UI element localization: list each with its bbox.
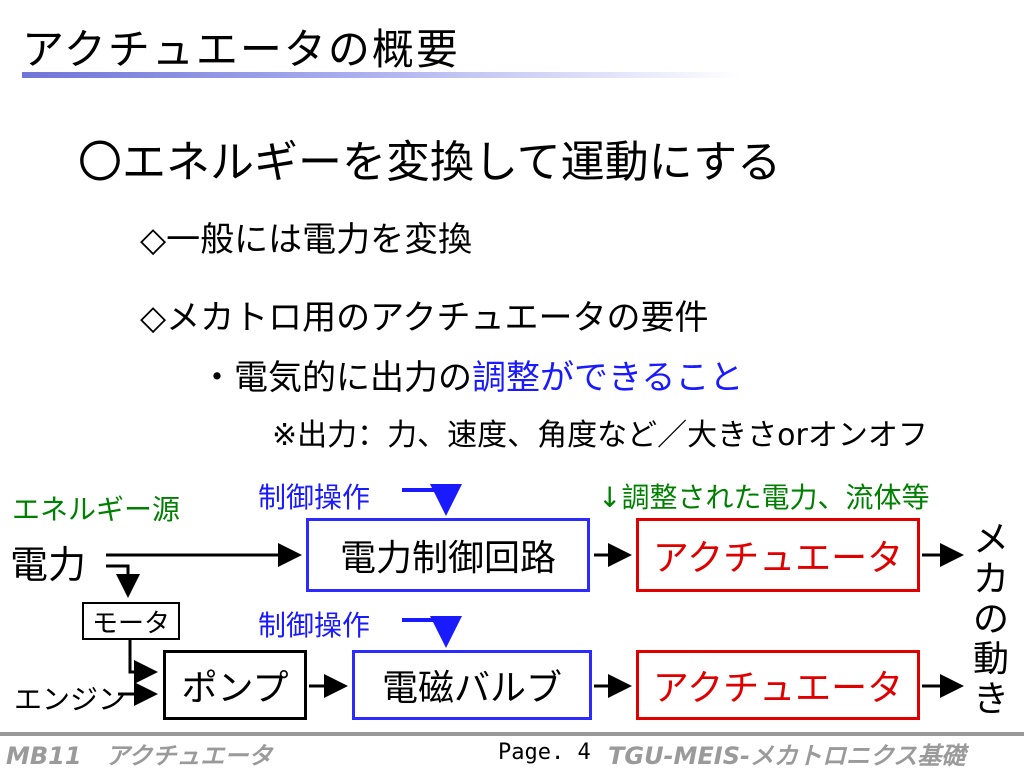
adjusted-power-label: ↓調整された電力、流体等	[598, 481, 930, 514]
power-label: 電力	[10, 543, 87, 587]
requirement-item-text: ・電気的に出力の	[200, 358, 472, 398]
page-number: Page. 4	[498, 740, 591, 765]
pump-box: ポンプ	[163, 650, 307, 720]
slide-title: アクチュエータの概要	[22, 25, 460, 74]
footer-rule	[0, 732, 1024, 736]
control-op-label-1: 制御操作	[258, 481, 371, 514]
footer-right: TGU-MEIS-メカトロニクス基礎	[608, 742, 966, 770]
title-underline	[22, 72, 742, 78]
actuator-box-2: アクチュエータ	[636, 650, 920, 720]
arrow-power-to-motor	[106, 564, 140, 598]
main-bullet: 〇エネルギーを変換して運動にする	[78, 137, 782, 188]
arrow-control-op-1	[402, 484, 462, 516]
footer-left: MB11 アクチュエータ	[6, 742, 273, 770]
arrow-control-op-2	[402, 616, 462, 648]
sub-bullet-2: ◇メカトロ用のアクチュエータの要件	[140, 298, 709, 338]
motor-box: モータ	[82, 602, 180, 640]
energy-source-label: エネルギー源	[12, 493, 181, 526]
actuator-box-1: アクチュエータ	[636, 518, 920, 592]
control-op-label-2: 制御操作	[258, 609, 371, 642]
sub-bullet-1: ◇一般には電力を変換	[140, 220, 473, 260]
requirement-highlight: 調整ができること	[472, 358, 744, 398]
engine-label: エンジン	[14, 683, 127, 716]
mechanical-motion-label: メカの動き	[972, 519, 1009, 720]
solenoid-valve-box: 電磁バルブ	[352, 650, 592, 720]
requirement-item: ・電気的に出力の調整ができること	[200, 350, 743, 399]
power-control-circuit-box: 電力制御回路	[306, 518, 590, 592]
output-note: ※出力：力、速度、角度など／大きさorオンオフ	[272, 418, 928, 453]
arrow-motor-to-pump	[128, 640, 158, 684]
